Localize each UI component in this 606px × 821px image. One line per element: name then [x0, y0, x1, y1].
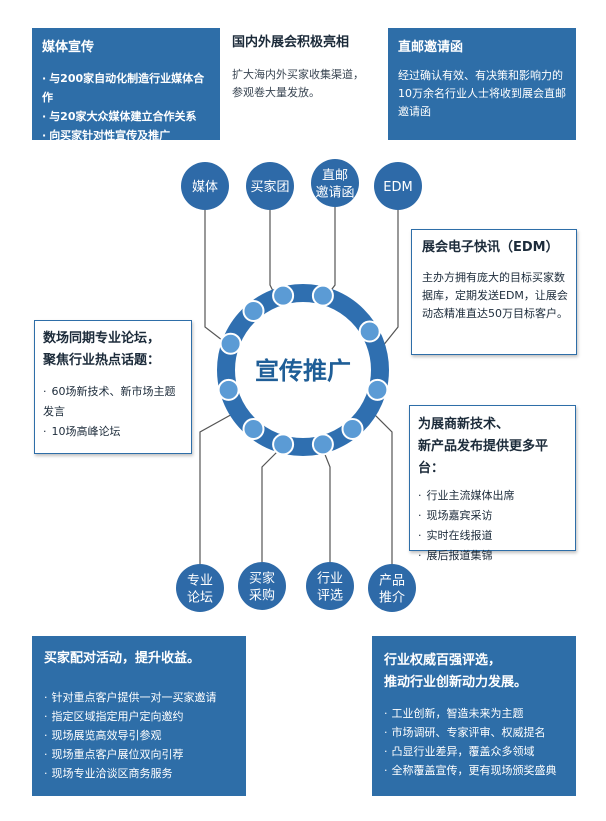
product-item: 行业主流媒体出席 [418, 486, 569, 506]
top-node-circle [246, 162, 294, 210]
connector-line [321, 446, 331, 562]
forum-item: 60场新技术、新市场主题发言 [43, 382, 185, 422]
forum-title-line: 聚焦行业热点话题： [43, 353, 161, 368]
center-title: 宣传推广 [255, 357, 351, 385]
forum-list: 60场新技术、新市场主题发言 10场高峰论坛 [43, 382, 185, 442]
bottom-node-label: 产品 [379, 574, 405, 589]
bottom-node-circle [368, 564, 416, 612]
ring-dot [272, 433, 295, 456]
top-node-circle [374, 162, 422, 210]
bottom-node-label: 推介 [379, 591, 405, 606]
media-title: 媒体宣传 [42, 40, 95, 55]
awards-item: 市场调研、专家评审、权威提名 [384, 723, 570, 742]
ring-dot [358, 320, 381, 343]
awards-item: 凸显行业差异，覆盖众多领域 [384, 742, 570, 761]
industry-awards-box: 行业权威百强评选， 推动行业创新动力发展。 工业创新，智造未来为主题 市场调研、… [372, 636, 576, 796]
top-node-circle [311, 159, 359, 207]
product-launch-box: 为展商新技术、 新产品发布提供更多平台： 行业主流媒体出席 现场嘉宾采访 实时在… [409, 405, 576, 562]
ring-dot [341, 418, 364, 440]
edm-text: 主办方拥有庞大的目标买家数据库，定期发送EDM，让展会动态精准直达50万目标客户… [422, 271, 568, 320]
media-promotion-box: 媒体宣传 与200家自动化制造行业媒体合作 与20家大众媒体建立合作关系 向买家… [32, 28, 220, 142]
connector-line [199, 411, 237, 564]
forum-box: 数场同期专业论坛， 聚焦行业热点话题： 60场新技术、新市场主题发言 10场高峰… [34, 320, 192, 454]
buyer-matching-box: 买家配对活动，提升收益。 针对重点客户提供一对一买家邀请 指定区域指定用户定向邀… [32, 636, 246, 796]
buyer-group-text: 扩大海内外买家收集渠道，参观卷大量发放。 [232, 68, 364, 99]
ring-dot [366, 378, 389, 401]
bottom-node-label: 评选 [317, 589, 343, 604]
awards-title-line: 推动行业创新动力发展。 [384, 675, 528, 690]
bottom-node-label: 买家 [249, 571, 275, 587]
top-node-label: EDM [383, 180, 412, 195]
direct-mail-box: 直邮邀请函 经过确认有效、有决策和影响力的10万余名行业人士将收到展会直邮邀请函 [388, 28, 576, 140]
ring-dot [311, 284, 334, 307]
connector-line [261, 446, 283, 562]
bottom-node-circle [176, 564, 224, 612]
ring-dot [272, 284, 295, 307]
buyer-group-title: 国内外展会积极亮相 [232, 35, 350, 50]
ring-dot [217, 378, 240, 401]
central-ring [217, 284, 389, 456]
forum-item: 10场高峰论坛 [43, 422, 185, 442]
connector-line [371, 411, 393, 564]
product-title-line: 为展商新技术、 [418, 417, 510, 432]
top-node-circle [181, 162, 229, 210]
connector-line [381, 210, 399, 348]
bottom-node-label: 论坛 [187, 591, 213, 606]
awards-list: 工业创新，智造未来为主题 市场调研、专家评审、权威提名 凸显行业差异，覆盖众多领… [384, 704, 570, 780]
bottom-node-label: 行业 [317, 572, 343, 587]
matching-item: 现场重点客户展位双向引荐 [44, 745, 238, 764]
bottom-node-circle [306, 562, 354, 610]
product-item: 实时在线报道 [418, 526, 569, 546]
direct-mail-title: 直邮邀请函 [398, 40, 464, 55]
product-item: 展后报道集锦 [418, 546, 569, 566]
buyer-group-section: 国内外展会积极亮相 扩大海内外买家收集渠道，参观卷大量发放。 [232, 34, 374, 124]
bottom-node-circle [238, 562, 286, 610]
matching-item: 现场专业洽谈区商务服务 [44, 764, 238, 783]
media-list: 与200家自动化制造行业媒体合作 与20家大众媒体建立合作关系 向买家针对性宣传… [42, 69, 212, 145]
bottom-node-label: 专业 [187, 574, 213, 589]
media-item: 与20家大众媒体建立合作关系 [42, 107, 212, 126]
ring-dot [219, 332, 242, 355]
product-item: 现场嘉宾采访 [418, 506, 569, 526]
awards-title-line: 行业权威百强评选， [384, 653, 502, 668]
matching-list: 针对重点客户提供一对一买家邀请 指定区域指定用户定向邀约 现场展览高效导引参观 … [44, 688, 238, 783]
top-node-label: 媒体 [192, 180, 218, 195]
ring-dot [242, 418, 265, 440]
bottom-node-label: 采购 [249, 588, 275, 604]
awards-item: 全称覆盖宣传，更有现场颁奖盛典 [384, 761, 570, 780]
media-item: 向买家针对性宣传及推广 [42, 126, 212, 145]
forum-title-line: 数场同期专业论坛， [43, 331, 161, 346]
media-item: 与200家自动化制造行业媒体合作 [42, 69, 212, 107]
ring-dot [311, 433, 334, 456]
awards-item: 工业创新，智造未来为主题 [384, 704, 570, 723]
matching-item: 针对重点客户提供一对一买家邀请 [44, 688, 238, 707]
top-node-label: 买家团 [250, 179, 289, 195]
top-node-label: 直邮 [322, 169, 348, 184]
top-node-label: 邀请函 [315, 186, 354, 201]
product-list: 行业主流媒体出席 现场嘉宾采访 实时在线报道 展后报道集锦 [418, 486, 569, 566]
connector-line [204, 210, 232, 348]
ring-dot [242, 300, 265, 322]
ring-dots [217, 284, 389, 456]
product-title-line: 新产品发布提供更多平台： [418, 439, 549, 476]
matching-item: 现场展览高效导引参观 [44, 726, 238, 745]
matching-title: 买家配对活动，提升收益。 [44, 651, 201, 666]
edm-box: 展会电子快讯（EDM） 主办方拥有庞大的目标买家数据库，定期发送EDM，让展会动… [411, 229, 577, 355]
direct-mail-text: 经过确认有效、有决策和影响力的10万余名行业人士将收到展会直邮邀请函 [398, 69, 566, 118]
matching-item: 指定区域指定用户定向邀约 [44, 707, 238, 726]
edm-title: 展会电子快讯（EDM） [422, 240, 559, 255]
